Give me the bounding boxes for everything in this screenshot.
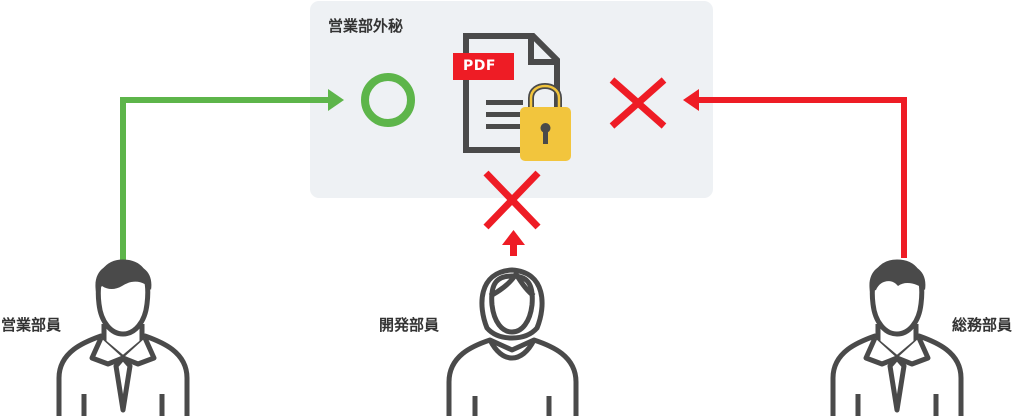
zone-label: 営業部外秘: [328, 17, 404, 35]
development-employee-icon: [446, 267, 579, 416]
allowed-circle-icon: [361, 73, 415, 127]
sales-access-line: [120, 97, 330, 260]
pdf-badge: PDF: [463, 58, 496, 74]
general-affairs-access-arrowhead: [683, 89, 699, 111]
development-employee-label: 開発部員: [379, 316, 440, 334]
locked-pdf-document-icon: [453, 33, 571, 161]
development-access-line: [510, 244, 517, 256]
denied-cross-icon-bottom: [483, 170, 541, 230]
sales-employee-label: 営業部員: [1, 316, 62, 334]
general-affairs-employee-label: 総務部員: [952, 316, 1013, 334]
denied-cross-icon: [609, 77, 667, 129]
general-affairs-access-line: [696, 97, 907, 258]
sales-employee-icon: [56, 259, 190, 416]
sales-access-arrowhead: [328, 89, 344, 111]
development-access-arrowhead: [502, 230, 525, 245]
general-affairs-employee-icon: [830, 259, 964, 416]
